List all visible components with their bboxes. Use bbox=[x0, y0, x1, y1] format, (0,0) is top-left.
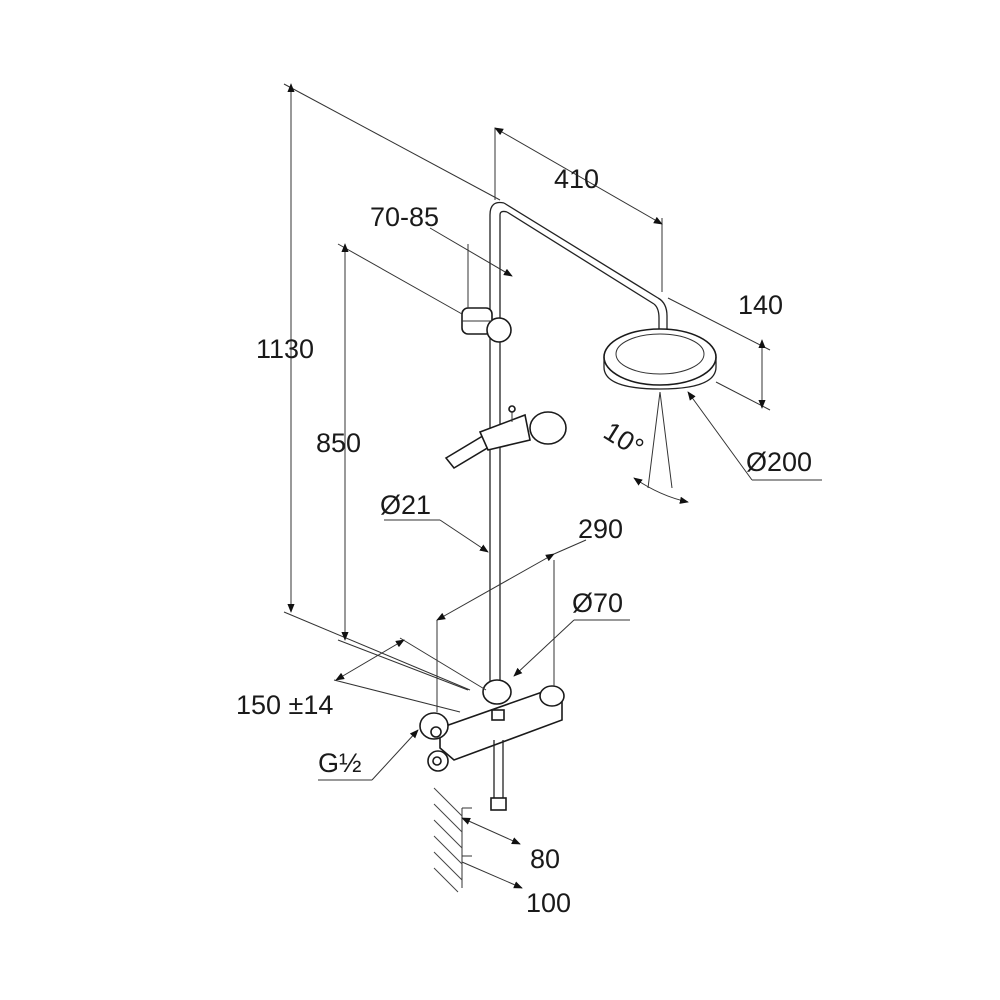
label-100: 100 bbox=[526, 888, 571, 918]
label-diameter-70: Ø70 bbox=[572, 588, 623, 618]
dimension-diameter-70 bbox=[513, 619, 630, 677]
wall-section bbox=[433, 787, 472, 893]
label-150: 150 ±14 bbox=[236, 690, 333, 720]
label-290: 290 bbox=[578, 514, 623, 544]
dimension-290 bbox=[436, 539, 587, 712]
label-diameter-21: Ø21 bbox=[380, 490, 431, 520]
hand-shower bbox=[444, 405, 567, 470]
spray-cone bbox=[647, 391, 673, 489]
label-410: 410 bbox=[554, 164, 599, 194]
dimension-100 bbox=[461, 861, 523, 889]
dimension-410 bbox=[494, 127, 663, 292]
thermostat-mixer bbox=[419, 679, 565, 811]
dimension-1130 bbox=[283, 83, 501, 691]
dimension-diameter-200 bbox=[687, 391, 822, 481]
label-1130: 1130 bbox=[256, 334, 314, 364]
dimension-850 bbox=[337, 243, 469, 691]
label-850: 850 bbox=[316, 428, 361, 458]
shower-head bbox=[603, 328, 717, 390]
label-70-85: 70-85 bbox=[370, 202, 439, 232]
label-140: 140 bbox=[738, 290, 783, 320]
label-diameter-200: Ø200 bbox=[746, 447, 812, 477]
dimension-150 bbox=[333, 637, 487, 713]
label-80: 80 bbox=[530, 844, 560, 874]
dimension-80 bbox=[461, 817, 521, 845]
label-thread: G½ bbox=[318, 748, 362, 778]
dimension-thread bbox=[318, 729, 419, 781]
label-angle-10: 10° bbox=[598, 416, 649, 463]
dimension-70-85 bbox=[429, 227, 513, 308]
dimension-diameter-21 bbox=[384, 519, 489, 553]
dimension-angle-10 bbox=[633, 477, 689, 504]
slider-upper bbox=[461, 307, 512, 343]
dimension-140 bbox=[667, 297, 771, 411]
